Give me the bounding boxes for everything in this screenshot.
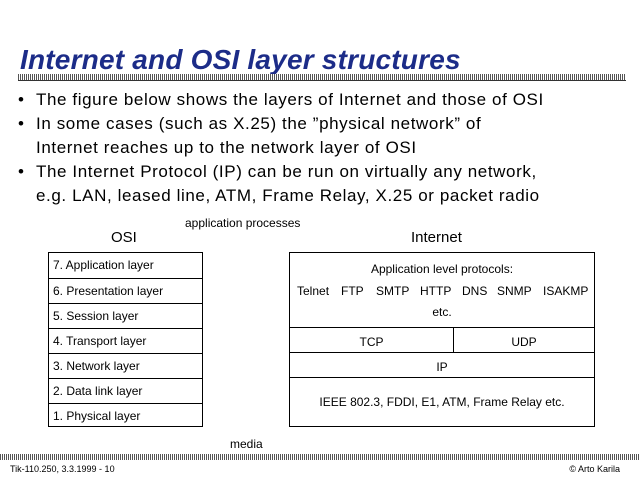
network-link-divider xyxy=(290,377,594,378)
protocols-etc: etc. xyxy=(432,305,452,319)
bullet-text: The Internet Protocol (IP) can be run on… xyxy=(36,162,537,181)
footer-copyright: © Arto Karila xyxy=(569,464,620,474)
footer-rule xyxy=(0,454,640,460)
protocol-isakmp: ISAKMP xyxy=(543,284,589,298)
osi-layer-4: 4. Transport layer xyxy=(49,328,202,353)
bullet-dot-icon: • xyxy=(18,114,25,133)
protocol-dns: DNS xyxy=(462,284,488,298)
bullet-item: • The Internet Protocol (IP) can be run … xyxy=(18,160,633,208)
protocol-telnet: Telnet xyxy=(297,284,330,298)
slide-title: Internet and OSI layer structures xyxy=(20,44,461,75)
protocol-snmp: SNMP xyxy=(497,284,532,298)
protocol-ftp: FTP xyxy=(341,284,364,298)
bullet-text: The figure below shows the layers of Int… xyxy=(36,90,544,109)
media-label: media xyxy=(230,437,263,451)
transport-network-divider xyxy=(290,352,594,353)
bullet-item: • The figure below shows the layers of I… xyxy=(18,88,633,112)
internet-stack: Application level protocols: Telnet FTP … xyxy=(289,252,595,427)
osi-stack: 7. Application layer 6. Presentation lay… xyxy=(48,252,203,427)
title-underline xyxy=(18,74,626,80)
bullet-text-continued: e.g. LAN, leased line, ATM, Frame Relay,… xyxy=(36,186,540,205)
bullet-list: • The figure below shows the layers of I… xyxy=(18,88,633,208)
internet-label: Internet xyxy=(411,229,462,246)
bullet-dot-icon: • xyxy=(18,162,25,181)
osi-layer-3: 3. Network layer xyxy=(49,353,202,378)
ip-layer: IP xyxy=(436,360,448,374)
application-processes-label: application processes xyxy=(185,216,301,230)
app-transport-divider xyxy=(290,327,594,328)
footer-course-date: Tik-110.250, 3.3.1999 - 10 xyxy=(10,464,115,474)
bullet-text-continued: Internet reaches up to the network layer… xyxy=(36,138,417,157)
osi-layer-7: 7. Application layer xyxy=(53,258,154,272)
link-layer-networks: IEEE 802.3, FDDI, E1, ATM, Frame Relay e… xyxy=(319,395,565,409)
osi-layer-5: 5. Session layer xyxy=(49,303,202,328)
bullet-item: • In some cases (such as X.25) the ”phys… xyxy=(18,112,633,160)
osi-layer-6: 6. Presentation layer xyxy=(49,278,202,303)
protocol-smtp: SMTP xyxy=(376,284,410,298)
tcp-udp-divider xyxy=(453,327,454,352)
bullet-text: In some cases (such as X.25) the ”physic… xyxy=(36,114,482,133)
application-protocols-heading: Application level protocols: xyxy=(370,262,514,276)
title-underline-line xyxy=(18,80,626,81)
protocol-http: HTTP xyxy=(420,284,452,298)
bullet-dot-icon: • xyxy=(18,90,25,109)
osi-layer-1: 1. Physical layer xyxy=(49,403,202,427)
udp-layer: UDP xyxy=(511,335,537,349)
osi-label: OSI xyxy=(111,229,137,246)
osi-layer-2: 2. Data link layer xyxy=(49,378,202,403)
tcp-layer: TCP xyxy=(359,335,384,349)
